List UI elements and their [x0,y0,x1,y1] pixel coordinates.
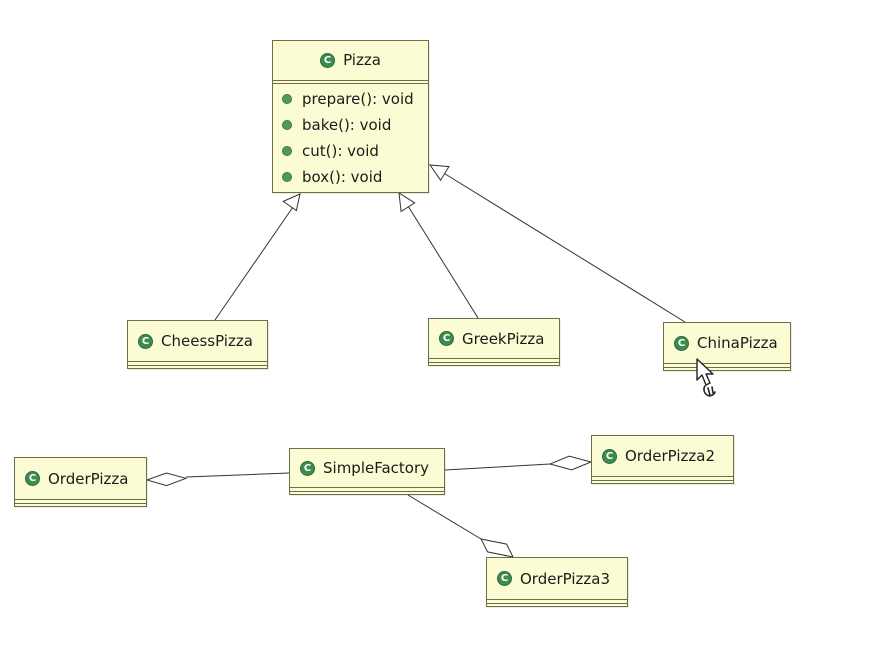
class-pizza[interactable]: C Pizza prepare(): void bake(): void cut… [272,40,429,193]
aggregation-diamond-order-pizza3 [480,538,514,558]
class-c-icon: C [300,460,315,476]
generalization-line-china-pizza [441,171,686,323]
class-china-pizza[interactable]: C ChinaPizza [663,322,791,371]
class-name: GreekPizza [462,329,545,348]
class-c-icon: C [320,52,336,68]
aggregation-diamond-order-pizza [145,472,188,487]
method-list: prepare(): void bake(): void cut(): void… [273,84,428,194]
class-c-icon: C [439,331,454,346]
method-signature: cut(): void [302,142,379,160]
method-signature: bake(): void [302,116,392,134]
class-name: Pizza [343,51,381,69]
class-order-pizza[interactable]: C OrderPizza [14,457,147,507]
method-item[interactable]: prepare(): void [273,86,428,112]
class-name: CheessPizza [161,332,253,350]
aggregation-line-order-pizza3 [407,494,482,540]
public-method-dot-icon [282,172,292,182]
class-name: OrderPizza [48,469,129,488]
mouse-pointer-icon [696,358,716,397]
class-c-icon: C [25,471,40,486]
class-c-icon: C [674,335,689,351]
public-method-dot-icon [282,146,292,156]
generalization-arrowhead-china-pizza [428,164,450,182]
class-c-icon: C [138,333,153,349]
class-cheess-pizza[interactable]: C CheessPizza [127,320,268,369]
class-simple-factory[interactable]: C SimpleFactory [289,448,445,495]
method-signature: prepare(): void [302,90,414,108]
class-name: SimpleFactory [323,459,430,477]
class-name: ChinaPizza [697,334,778,352]
class-order-pizza3[interactable]: C OrderPizza3 [486,557,628,607]
generalization-line-cheess-pizza [214,206,294,321]
aggregation-line-order-pizza [185,472,290,478]
generalization-arrowhead-greek-pizza [398,192,416,213]
method-item[interactable]: cut(): void [273,138,428,164]
method-item[interactable]: bake(): void [273,112,428,138]
class-c-icon: C [602,448,617,464]
class-name: OrderPizza3 [520,569,610,588]
generalization-arrowhead-cheess-pizza [282,193,301,212]
class-greek-pizza[interactable]: C GreekPizza [428,318,560,366]
generalization-line-greek-pizza [407,205,479,319]
method-item[interactable]: box(): void [273,164,428,190]
class-c-icon: C [497,571,512,586]
class-name: OrderPizza2 [625,447,715,465]
aggregation-line-order-pizza2 [444,463,551,471]
class-order-pizza2[interactable]: C OrderPizza2 [591,435,734,484]
public-method-dot-icon [282,94,292,104]
method-signature: box(): void [302,168,383,186]
public-method-dot-icon [282,120,292,130]
aggregation-diamond-order-pizza2 [548,455,593,471]
